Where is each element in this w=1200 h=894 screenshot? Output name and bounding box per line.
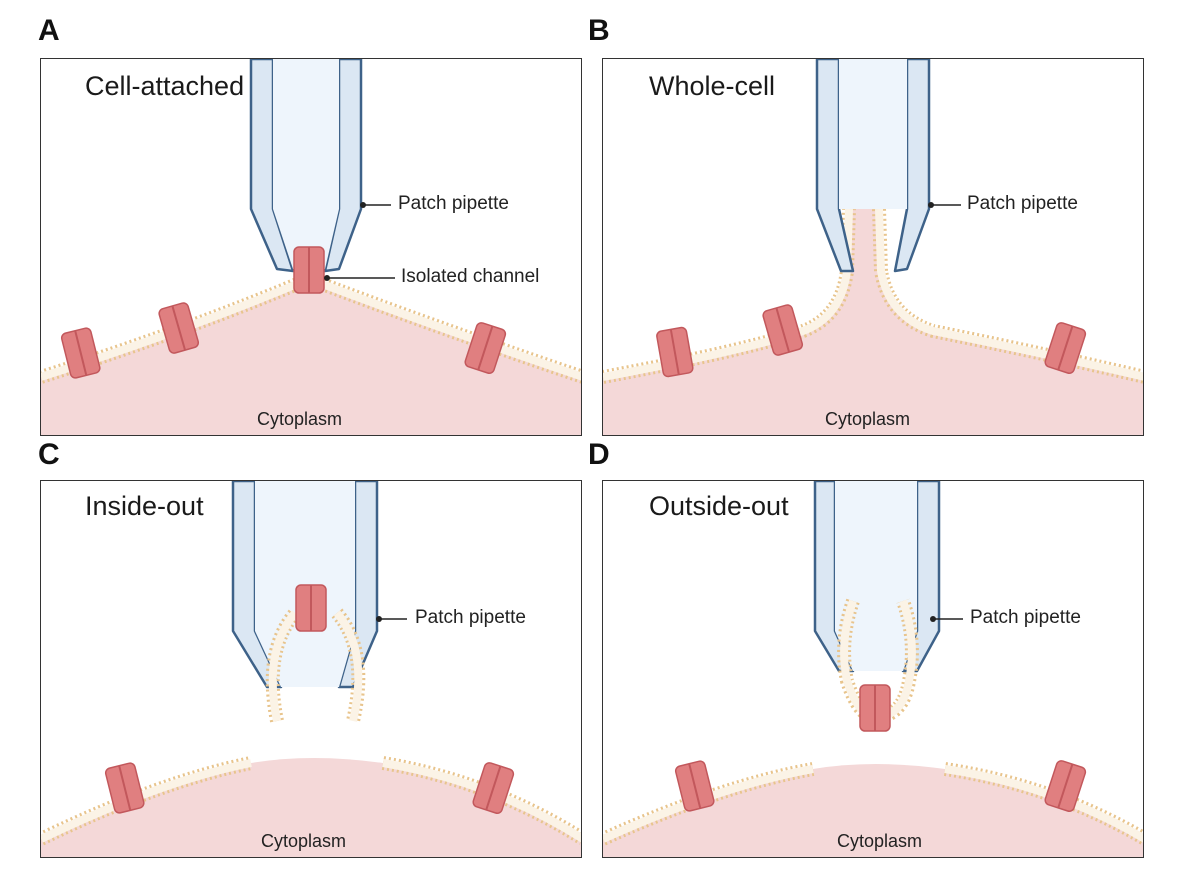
panel-title: Inside-out <box>85 491 204 521</box>
panel-cell-attached: Cell-attached Patch pipette Isolated cha… <box>40 58 582 436</box>
ion-channel <box>104 762 145 814</box>
cytoplasm <box>603 209 1143 435</box>
patch-pipette-label: Patch pipette <box>970 607 1081 628</box>
panel-title: Outside-out <box>649 491 789 521</box>
ion-channel <box>674 760 715 812</box>
ion-channel <box>295 584 327 632</box>
panel-letter-d: D <box>588 438 610 471</box>
inside-out-diagram <box>41 481 581 857</box>
ion-channel <box>762 304 804 356</box>
cytoplasm-label: Cytoplasm <box>261 831 347 851</box>
panel-title: Whole-cell <box>649 71 776 101</box>
cytoplasm-label: Cytoplasm <box>837 831 923 851</box>
patch-pipette-label: Patch pipette <box>398 193 509 214</box>
isolated-channel <box>293 246 325 294</box>
panel-letter-c: C <box>38 438 60 471</box>
pipette-lumen <box>255 481 355 687</box>
pipette-lumen <box>835 481 917 671</box>
panel-inside-out: Inside-out Patch pipette Cytoplasm <box>40 480 582 858</box>
panel-letter-b: B <box>588 14 610 47</box>
panel-letter-a: A <box>38 14 60 47</box>
patch-pipette-label: Patch pipette <box>415 607 526 628</box>
ion-channel <box>1044 322 1087 375</box>
ion-channel <box>60 327 101 379</box>
ion-channel <box>472 762 515 815</box>
ion-channel <box>859 684 891 732</box>
panel-title: Cell-attached <box>85 71 245 101</box>
cytoplasm <box>41 279 581 435</box>
pipette-lumen <box>839 59 907 209</box>
ion-channel <box>656 326 694 378</box>
pipette-wall <box>815 59 855 273</box>
whole-cell-diagram <box>603 59 1143 435</box>
cytoplasm-label: Cytoplasm <box>825 409 911 429</box>
ion-channel <box>464 322 507 375</box>
outside-out-diagram <box>603 481 1143 857</box>
isolated-channel-label: Isolated channel <box>401 266 540 287</box>
cytoplasm-label: Cytoplasm <box>257 409 343 429</box>
ion-channel <box>1044 760 1087 813</box>
ion-channel <box>158 302 200 354</box>
panel-outside-out: Outside-out Patch pipette Cytoplasm <box>602 480 1144 858</box>
cell-attached-diagram <box>41 59 581 435</box>
pipette-lumen <box>273 59 339 269</box>
patch-pipette-label: Patch pipette <box>967 193 1078 214</box>
pipette-wall <box>249 59 295 273</box>
panel-whole-cell: Whole-cell Patch pipette Cytoplasm <box>602 58 1144 436</box>
